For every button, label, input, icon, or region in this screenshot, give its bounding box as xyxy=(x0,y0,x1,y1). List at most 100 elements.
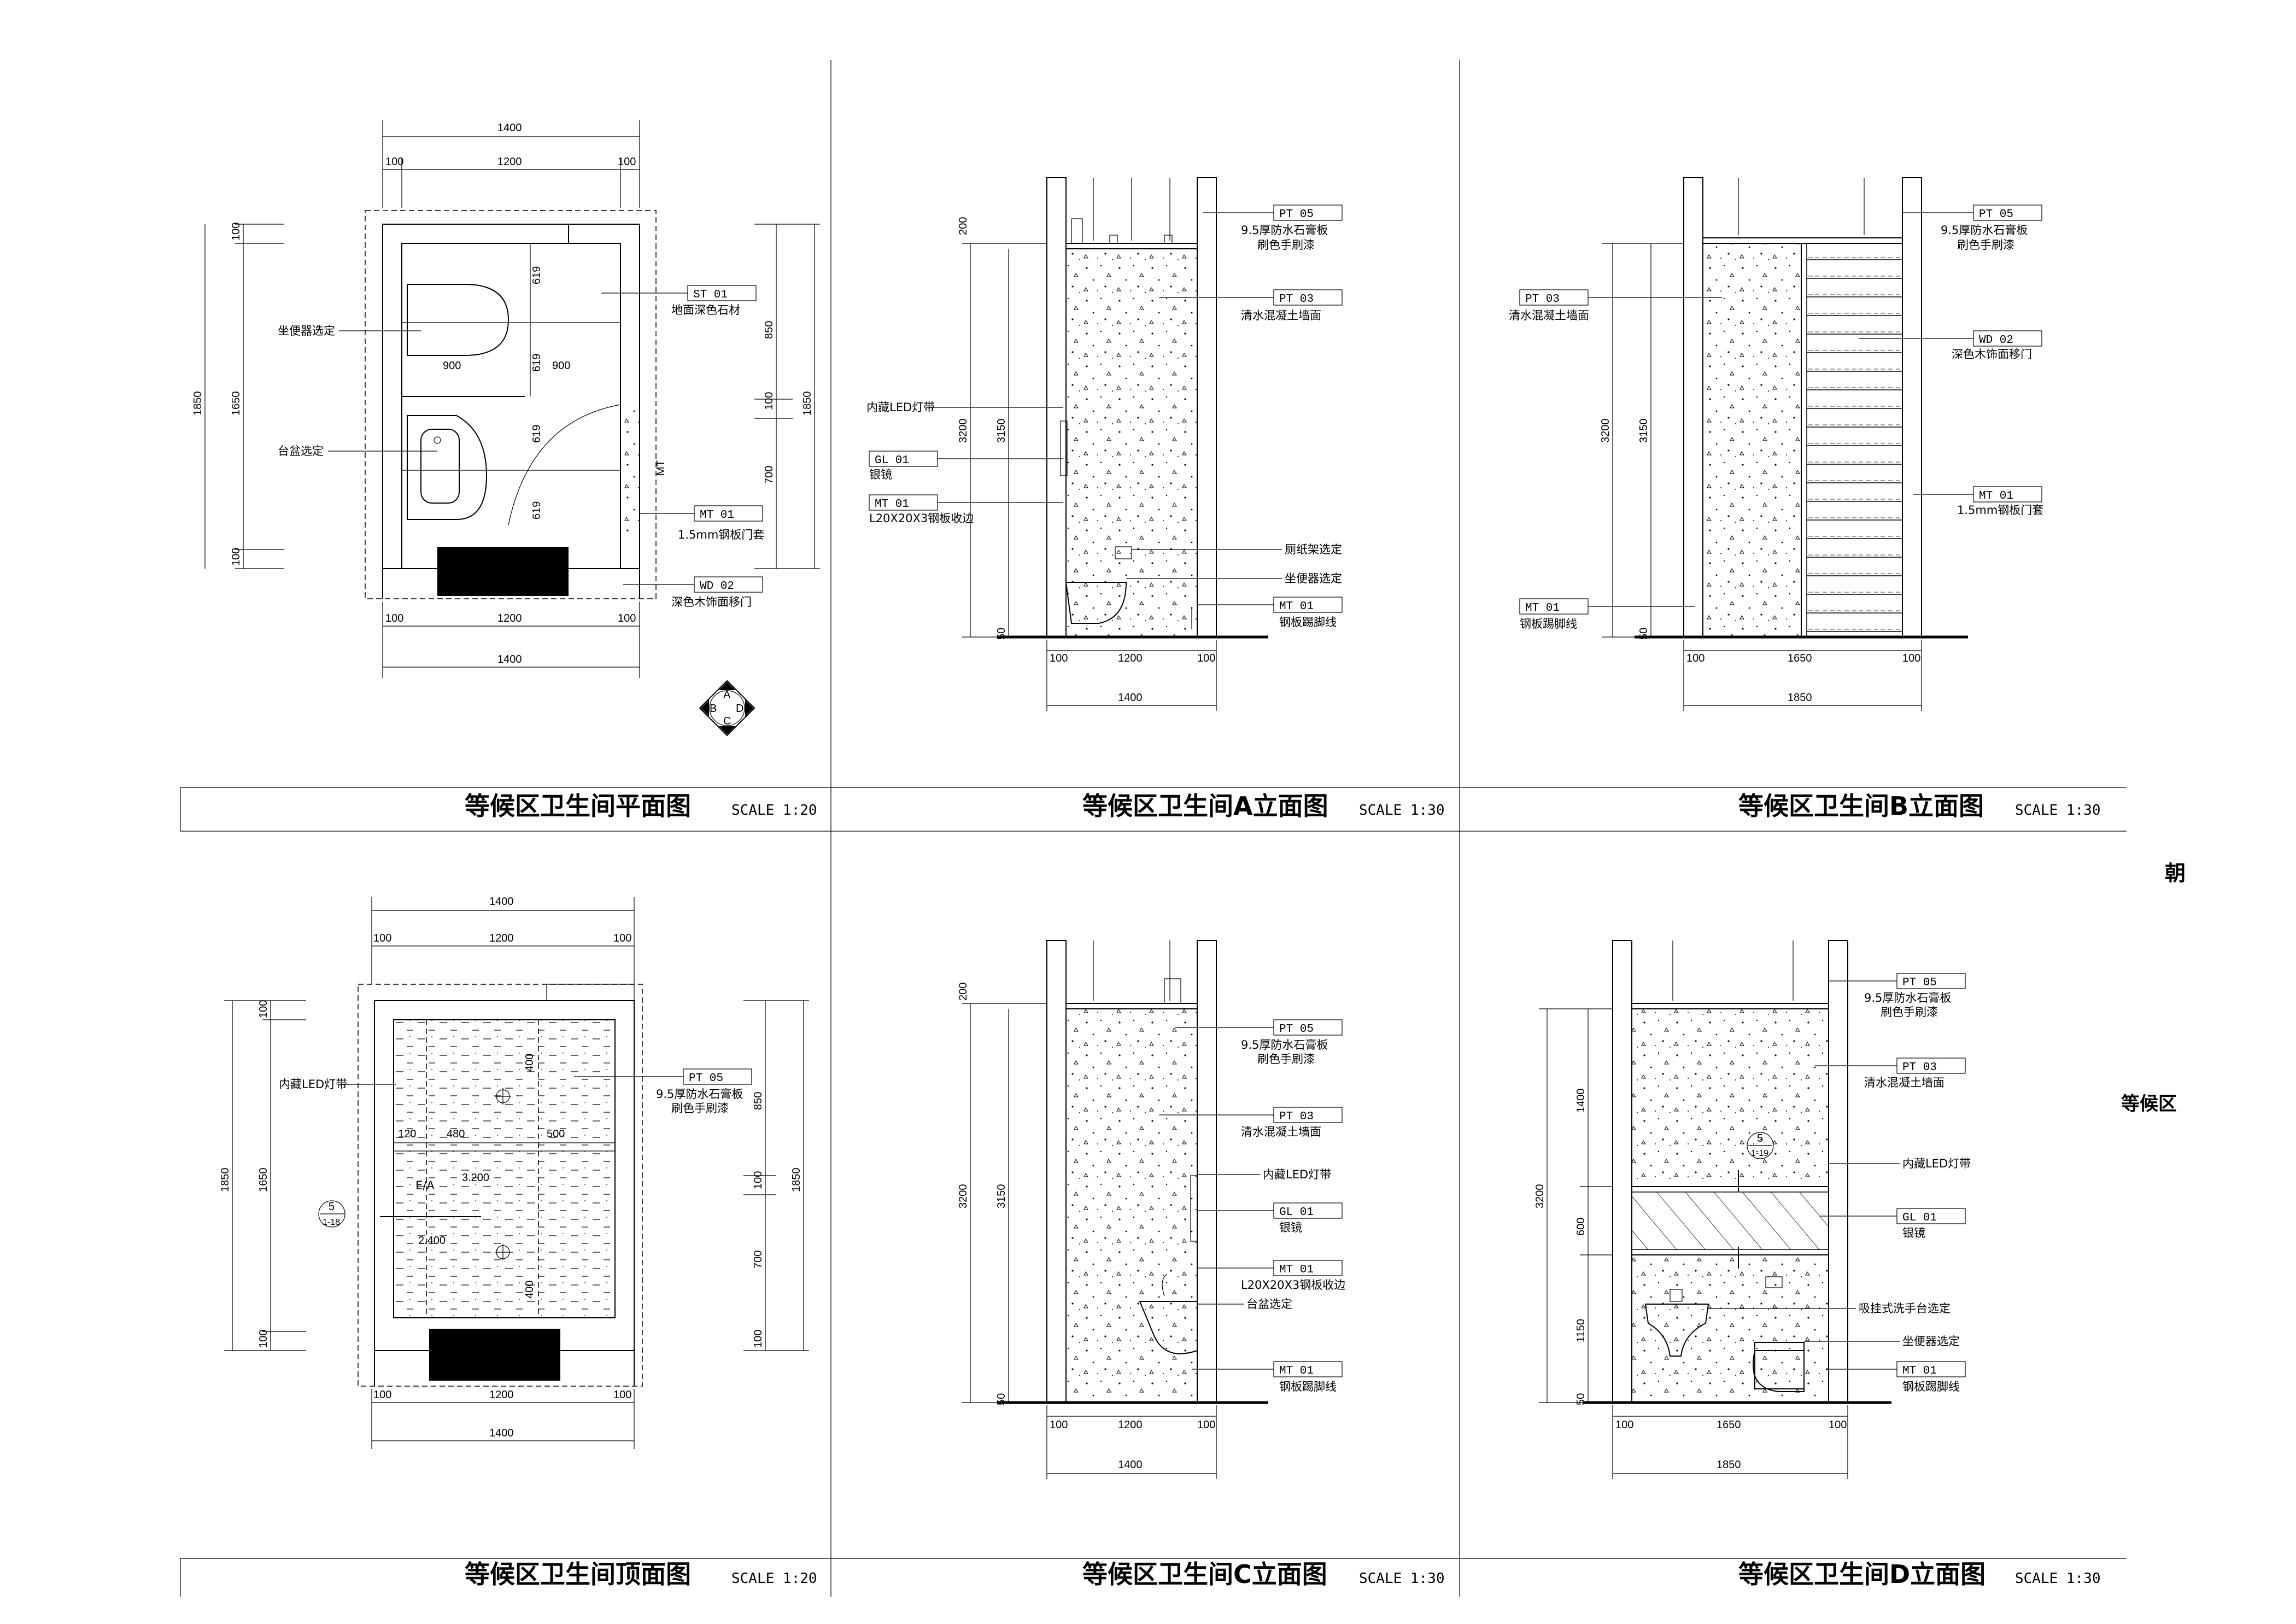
svg-text:1400: 1400 xyxy=(489,1427,514,1439)
svg-text:200: 200 xyxy=(957,983,969,1001)
svg-text:内藏LED灯带: 内藏LED灯带 xyxy=(1902,1157,1971,1170)
svg-text:1850: 1850 xyxy=(219,1168,231,1193)
svg-text:钢板踢脚线: 钢板踢脚线 xyxy=(1279,616,1337,629)
svg-text:1150: 1150 xyxy=(1575,1319,1587,1342)
svg-text:GL 01: GL 01 xyxy=(1279,1206,1314,1219)
svg-text:地面深色石材: 地面深色石材 xyxy=(671,303,740,317)
svg-text:50: 50 xyxy=(1638,628,1650,640)
svg-text:清水混凝土墙面: 清水混凝土墙面 xyxy=(1241,1125,1321,1138)
svg-text:PT 05: PT 05 xyxy=(689,1072,723,1085)
svg-text:1400: 1400 xyxy=(497,653,522,665)
svg-text:100: 100 xyxy=(1197,1419,1215,1431)
svg-text:MT 01: MT 01 xyxy=(1979,490,2013,503)
svg-text:100: 100 xyxy=(1197,652,1215,664)
svg-text:3200: 3200 xyxy=(1534,1184,1546,1209)
svg-text:619: 619 xyxy=(531,266,543,284)
svg-text:PT 05: PT 05 xyxy=(1279,1023,1314,1036)
ceiling-plan: 1400 100 1200 100 120 480 500 400 400 E/… xyxy=(219,896,809,1449)
svg-text:B: B xyxy=(710,703,717,715)
svg-text:9.5厚防水石膏板: 9.5厚防水石膏板 xyxy=(1941,224,2028,237)
svg-text:619: 619 xyxy=(531,354,543,372)
svg-text:100: 100 xyxy=(257,1000,270,1018)
svg-text:1400: 1400 xyxy=(489,896,514,908)
svg-text:3150: 3150 xyxy=(995,419,1008,443)
ceiling-title: 等候区卫生间顶面图 xyxy=(465,1559,691,1589)
svg-text:坐便器选定: 坐便器选定 xyxy=(1285,572,1342,585)
plan-scale: SCALE 1:20 xyxy=(731,802,817,819)
svg-text:MT 01: MT 01 xyxy=(1902,1365,1937,1377)
svg-text:850: 850 xyxy=(763,321,775,339)
svg-text:ST 01: ST 01 xyxy=(693,289,728,301)
svg-text:3200: 3200 xyxy=(1600,419,1612,443)
svg-text:台盆选定: 台盆选定 xyxy=(278,445,324,458)
svg-text:1850: 1850 xyxy=(1788,692,1812,704)
svg-text:1650: 1650 xyxy=(230,392,242,416)
svg-text:1200: 1200 xyxy=(497,156,522,168)
svg-text:GL 01: GL 01 xyxy=(875,454,909,467)
svg-text:100: 100 xyxy=(613,1389,631,1401)
svg-text:MT 01: MT 01 xyxy=(1279,1264,1314,1276)
svg-text:3200: 3200 xyxy=(957,1184,969,1209)
svg-text:9.5厚防水石膏板: 9.5厚防水石膏板 xyxy=(1864,991,1951,1004)
svg-text:1400: 1400 xyxy=(1575,1089,1587,1113)
svg-text:1400: 1400 xyxy=(1118,692,1143,704)
svg-text:1400: 1400 xyxy=(497,122,522,134)
svg-text:100: 100 xyxy=(1902,652,1920,664)
svg-text:100: 100 xyxy=(373,932,391,944)
svg-text:400: 400 xyxy=(524,1054,536,1072)
svg-text:刷色手刷漆: 刷色手刷漆 xyxy=(1257,1053,1315,1066)
svg-text:清水混凝土墙面: 清水混凝土墙面 xyxy=(1241,309,1321,322)
svg-text:1-19: 1-19 xyxy=(1751,1149,1768,1158)
elevD-scale: SCALE 1:30 xyxy=(2015,1570,2101,1587)
plan-title: 等候区卫生间平面图 xyxy=(465,791,691,821)
svg-text:PT 05: PT 05 xyxy=(1902,977,1937,989)
elevation-c: 200 3200 3150 50 100 1200 100 1400 PT 05… xyxy=(957,940,1345,1479)
floor-plan: 1400 100 1200 100 MT xyxy=(192,120,820,737)
panel-titles: 等候区卫生间平面图 SCALE 1:20 等候区卫生间A立面图 SCALE 1:… xyxy=(465,791,2186,1589)
svg-text:700: 700 xyxy=(763,466,775,484)
svg-text:内藏LED灯带: 内藏LED灯带 xyxy=(279,1078,347,1091)
svg-text:480: 480 xyxy=(447,1128,465,1140)
side-text-b: 等候区 xyxy=(2121,1093,2177,1115)
svg-text:700: 700 xyxy=(752,1251,764,1269)
svg-text:A: A xyxy=(723,689,731,701)
svg-text:MT 01: MT 01 xyxy=(1525,602,1560,615)
svg-text:500: 500 xyxy=(547,1128,565,1140)
svg-text:3.200: 3.200 xyxy=(462,1172,489,1184)
svg-text:9.5厚防水石膏板: 9.5厚防水石膏板 xyxy=(1241,1038,1328,1051)
svg-text:PT 03: PT 03 xyxy=(1279,1111,1314,1123)
svg-text:刷色手刷漆: 刷色手刷漆 xyxy=(1257,238,1315,252)
orientation-compass: A B C D xyxy=(699,680,755,737)
svg-text:3150: 3150 xyxy=(995,1184,1008,1209)
svg-text:内藏LED灯带: 内藏LED灯带 xyxy=(866,401,935,414)
svg-text:5: 5 xyxy=(1757,1132,1763,1144)
svg-text:钢板踢脚线: 钢板踢脚线 xyxy=(1902,1380,1960,1393)
svg-text:100: 100 xyxy=(613,932,631,944)
svg-text:1850: 1850 xyxy=(801,392,813,416)
svg-text:MT 01: MT 01 xyxy=(700,509,734,522)
svg-text:120: 120 xyxy=(398,1128,416,1140)
svg-text:100: 100 xyxy=(257,1330,270,1348)
svg-text:PT 03: PT 03 xyxy=(1525,293,1560,306)
svg-text:3200: 3200 xyxy=(957,419,969,443)
elevC-scale: SCALE 1:30 xyxy=(1359,1570,1445,1587)
svg-text:619: 619 xyxy=(531,501,543,519)
svg-text:刷色手刷漆: 刷色手刷漆 xyxy=(671,1102,729,1115)
svg-text:PT 03: PT 03 xyxy=(1279,293,1314,306)
svg-text:50: 50 xyxy=(995,1393,1008,1405)
svg-text:银镜: 银镜 xyxy=(869,468,892,481)
svg-text:D: D xyxy=(736,703,743,715)
svg-text:1200: 1200 xyxy=(489,1389,514,1401)
svg-text:PT 05: PT 05 xyxy=(1979,208,2013,221)
svg-text:619: 619 xyxy=(531,425,543,443)
svg-text:1400: 1400 xyxy=(1118,1459,1143,1471)
svg-text:100: 100 xyxy=(1686,652,1705,664)
svg-text:100: 100 xyxy=(385,156,403,168)
svg-text:850: 850 xyxy=(752,1092,764,1110)
svg-text:坐便器选定: 坐便器选定 xyxy=(278,324,335,337)
svg-text:2.400: 2.400 xyxy=(418,1235,446,1247)
svg-text:WD 02: WD 02 xyxy=(700,580,734,593)
svg-text:钢板踢脚线: 钢板踢脚线 xyxy=(1520,617,1577,630)
svg-text:1850: 1850 xyxy=(790,1168,803,1193)
